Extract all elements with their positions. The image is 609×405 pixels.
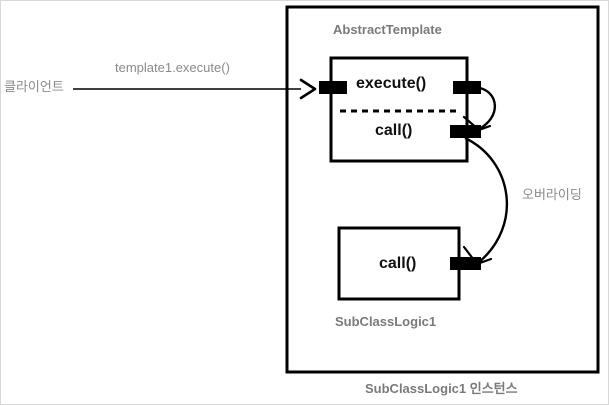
execute-to-call-arrow-head [462,115,492,132]
parent-call-port [450,125,481,138]
subclass-logic1-method-call: call() [379,255,417,272]
overriding-arrow-head [462,245,493,266]
overriding-relation-label: 오버라이딩 [522,187,582,202]
client-call-arrow-head [299,78,317,100]
execute-to-call-curve [478,86,496,131]
abstract-template-title: AbstractTemplate [333,22,442,37]
instance-box-caption: SubClassLogic1 인스턴스 [365,381,518,396]
subclass-logic1-title: SubClassLogic1 [335,314,437,329]
client-call-annotation-label: template1.execute() [115,60,230,75]
abstract-template-method-execute: execute() [356,75,427,92]
execute-output-port [453,81,481,94]
client-label: 클라이언트 [4,79,64,94]
overriding-curve [464,136,509,264]
abstract-template-method-call: call() [375,122,413,139]
execute-input-port [319,81,347,94]
